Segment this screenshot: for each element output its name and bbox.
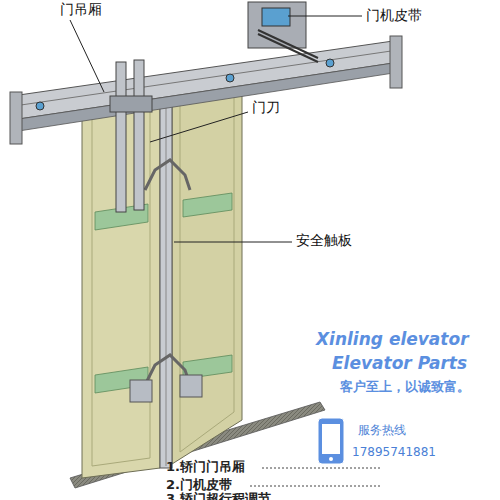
watermark: Elevator Parts: [332, 354, 467, 373]
watermark: Xinling elevator: [316, 330, 469, 349]
list-item: 3.轿门超行程调节: [166, 492, 271, 500]
safety-edge: [160, 96, 172, 468]
hotline-number: 17895741881: [352, 446, 436, 459]
leader-line: [174, 242, 292, 243]
leader-line: [288, 16, 362, 17]
list-item: 1.轿门门吊厢: [166, 460, 245, 474]
watermark: 客户至上，以诚致富。: [340, 380, 470, 394]
door-knife: [116, 62, 126, 212]
part-label: 门吊厢: [58, 2, 104, 17]
phone-icon: [318, 418, 344, 464]
leader-line: [150, 112, 248, 142]
part-label: 门机皮带: [364, 8, 424, 23]
leader-line: [70, 20, 104, 92]
part-label: 安全触板: [294, 233, 354, 248]
door-motor: [248, 2, 306, 48]
door-belt: [258, 30, 318, 58]
list-item: 2.门机皮带: [166, 478, 232, 492]
hotline-label: 服务热线: [358, 424, 406, 437]
door-panel: [172, 84, 242, 464]
part-label: 门刀: [250, 100, 282, 115]
